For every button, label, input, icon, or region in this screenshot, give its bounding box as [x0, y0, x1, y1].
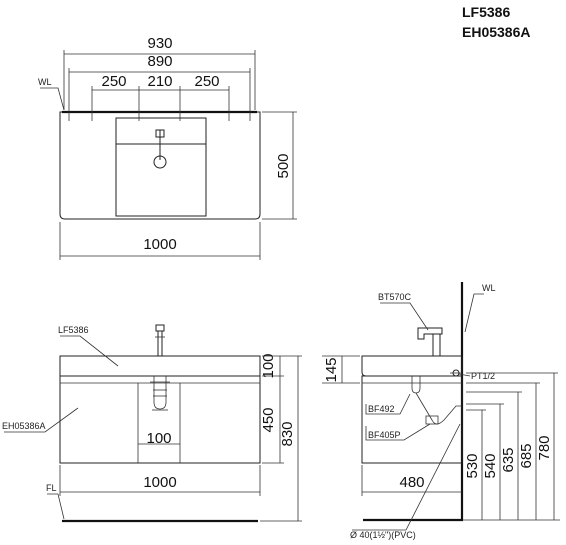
dim-1000-front-label: 1000: [143, 474, 176, 491]
dim-100-top-label: 100: [260, 353, 277, 378]
dim-540-label: 540: [482, 453, 499, 478]
top-view-counter: [59, 111, 261, 220]
dim-250-right-label: 250: [194, 73, 219, 90]
top-view-wl-leader: [40, 87, 65, 111]
basin-model-code: LF5386: [462, 4, 510, 20]
dim-250-left-label: 250: [101, 73, 126, 90]
side-view-bf405p-label: BF405P: [368, 430, 401, 440]
dim-210-label: 210: [147, 73, 172, 90]
side-view-pt-label: PT1/2: [471, 371, 495, 381]
dim-145-label: 145: [323, 357, 340, 382]
front-view-drain-trap: [153, 376, 167, 410]
side-view-drain-top: [411, 376, 421, 394]
front-view: 100 LF5386 EH05386A FL 1000 100 450 830: [2, 324, 302, 523]
front-view-basin-label: LF5386: [58, 325, 89, 335]
side-view-trap-pipe: [415, 392, 462, 425]
top-view-wl-label: WL: [38, 77, 52, 87]
dim-1000-top-label: 1000: [143, 236, 176, 253]
front-view-basin-slab: [59, 355, 261, 377]
front-view-faucet-head: [155, 324, 165, 332]
side-view-pipe-leader: [352, 423, 461, 531]
side-view-basin-slab: [361, 355, 463, 377]
side-view-bf492-label: BF492: [368, 404, 395, 414]
side-view-pipe-label: Ø 40(1½")(PVC): [350, 530, 416, 540]
front-view-cabinet-leader: [4, 407, 79, 433]
front-view-basin-leader: [60, 335, 119, 367]
dim-930-label: 930: [147, 35, 172, 52]
side-view-wl-label: WL: [482, 283, 496, 293]
side-view-faucet-leader: [380, 302, 429, 331]
top-view-mounting-screws: [68, 104, 251, 121]
side-view-faucet-head: [417, 327, 443, 340]
dim-100-center-label: 100: [146, 430, 171, 447]
side-view: BT570C WL PT1/2 BF492 BF405P Ø 40(1½")(P…: [322, 282, 560, 540]
dim-830-label: 830: [279, 421, 296, 446]
dim-450-label: 450: [260, 407, 277, 432]
side-view-bf405p-leader: [365, 423, 431, 441]
side-view-pt-leader: [458, 373, 471, 377]
dim-635-label: 635: [500, 447, 517, 472]
dim-500-label: 500: [275, 153, 292, 178]
side-view-faucet-label: BT570C: [378, 292, 412, 302]
front-view-fl-leader: [47, 493, 65, 520]
dim-890-label: 890: [147, 53, 172, 70]
side-view-faucet-body: [432, 333, 441, 357]
side-view-height-dims: 530 540 635 685 780: [463, 372, 560, 521]
front-view-fl-label: FL: [46, 483, 57, 493]
side-view-wl-leader: [464, 293, 484, 333]
top-view: 930 890 250 210 250 WL 500 1000: [38, 35, 297, 260]
side-view-bf492-leader: [365, 393, 411, 415]
cabinet-model-code: EH05386A: [462, 24, 531, 40]
dim-530-label: 530: [464, 453, 481, 478]
dim-685-label: 685: [518, 443, 535, 468]
front-view-cabinet: [59, 375, 261, 464]
top-view-basin-rim: [115, 117, 207, 217]
front-view-cabinet-label: EH05386A: [2, 421, 46, 431]
side-view-trap-joint: [425, 415, 439, 425]
dim-780-label: 780: [536, 435, 553, 460]
top-view-basin-bowl: [115, 143, 207, 217]
dim-480-label: 480: [399, 474, 424, 491]
top-view-faucet-body: [155, 129, 165, 138]
